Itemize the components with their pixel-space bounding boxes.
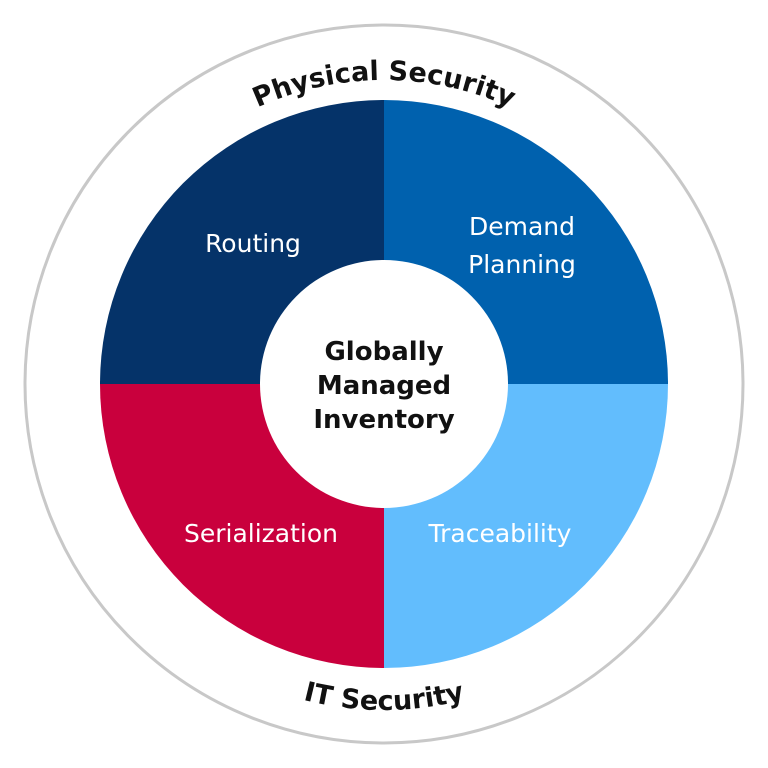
traceability-label: Traceability (428, 519, 572, 548)
center-line-2: Managed (317, 371, 451, 401)
routing-label: Routing (205, 229, 301, 258)
outer-ring (23, 23, 745, 745)
planning-label: Planning (468, 250, 576, 279)
demand-label: Demand (469, 212, 575, 241)
serialization-label: Serialization (184, 519, 338, 548)
center-line-1: Globally (324, 337, 443, 367)
center-line-3: Inventory (313, 405, 454, 435)
it-security-label: IT Security (301, 676, 467, 717)
center-circle (260, 260, 508, 508)
